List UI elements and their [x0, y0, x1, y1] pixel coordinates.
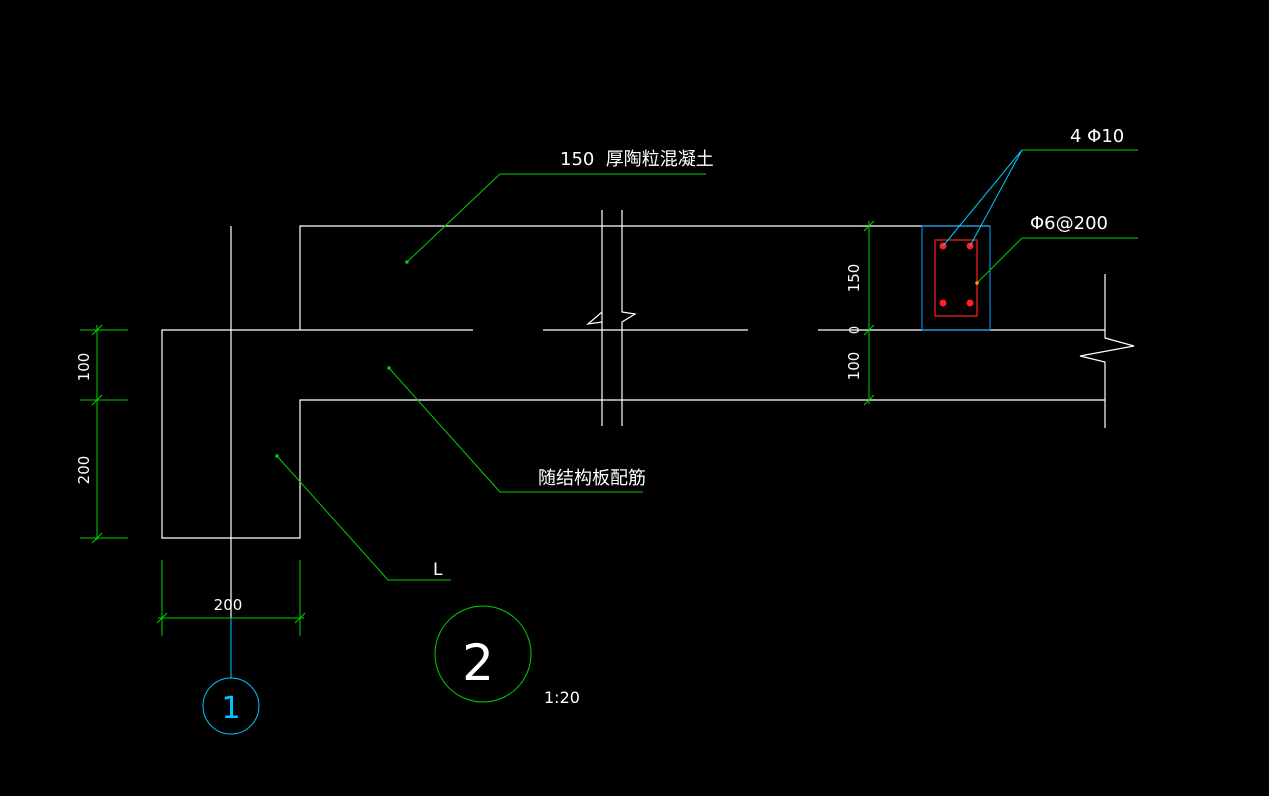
- rebar-dot: [939, 299, 947, 307]
- scale-label: 1:20: [544, 688, 580, 707]
- bottom-dimension: 200: [156, 560, 306, 636]
- label-concrete-note: 150 厚陶粒混凝土: [560, 149, 714, 170]
- dim-right-upper: 150: [845, 264, 863, 293]
- detail-bubble[interactable]: [434, 605, 532, 703]
- axis-bubble[interactable]: [202, 677, 260, 735]
- section-outline: [161, 210, 1135, 539]
- leader-slab-rebar: 随结构板配筋: [387, 366, 646, 493]
- label-slab-rebar-note: 随结构板配筋: [538, 468, 646, 489]
- axis-number: 1: [221, 691, 240, 726]
- label-rebar-top: 4 Φ10: [1070, 126, 1124, 147]
- rebar-dot: [966, 299, 974, 307]
- axis-line: 1: [202, 226, 260, 735]
- leader-beam: L: [275, 454, 451, 581]
- leader-concrete: 150 厚陶粒混凝土: [405, 149, 714, 264]
- left-dimension: 100 200: [75, 324, 128, 544]
- right-dimension: 150 0 100: [845, 220, 875, 406]
- dim-left-upper: 100: [75, 353, 93, 382]
- dim-right-small: 0: [848, 326, 863, 334]
- detail-number: 2: [462, 634, 494, 692]
- dim-left-lower: 200: [75, 456, 93, 485]
- leader-rebar-top: 4 Φ10: [942, 126, 1138, 247]
- dim-right-lower: 100: [845, 352, 863, 381]
- detail-callout: 2 1:20: [434, 605, 580, 707]
- dim-bottom-width: 200: [214, 596, 243, 614]
- label-stirrup: Φ6@200: [1030, 213, 1108, 234]
- beam-section: [921, 225, 991, 331]
- leader-stirrup: Φ6@200: [975, 213, 1138, 285]
- label-beam: L: [433, 560, 443, 580]
